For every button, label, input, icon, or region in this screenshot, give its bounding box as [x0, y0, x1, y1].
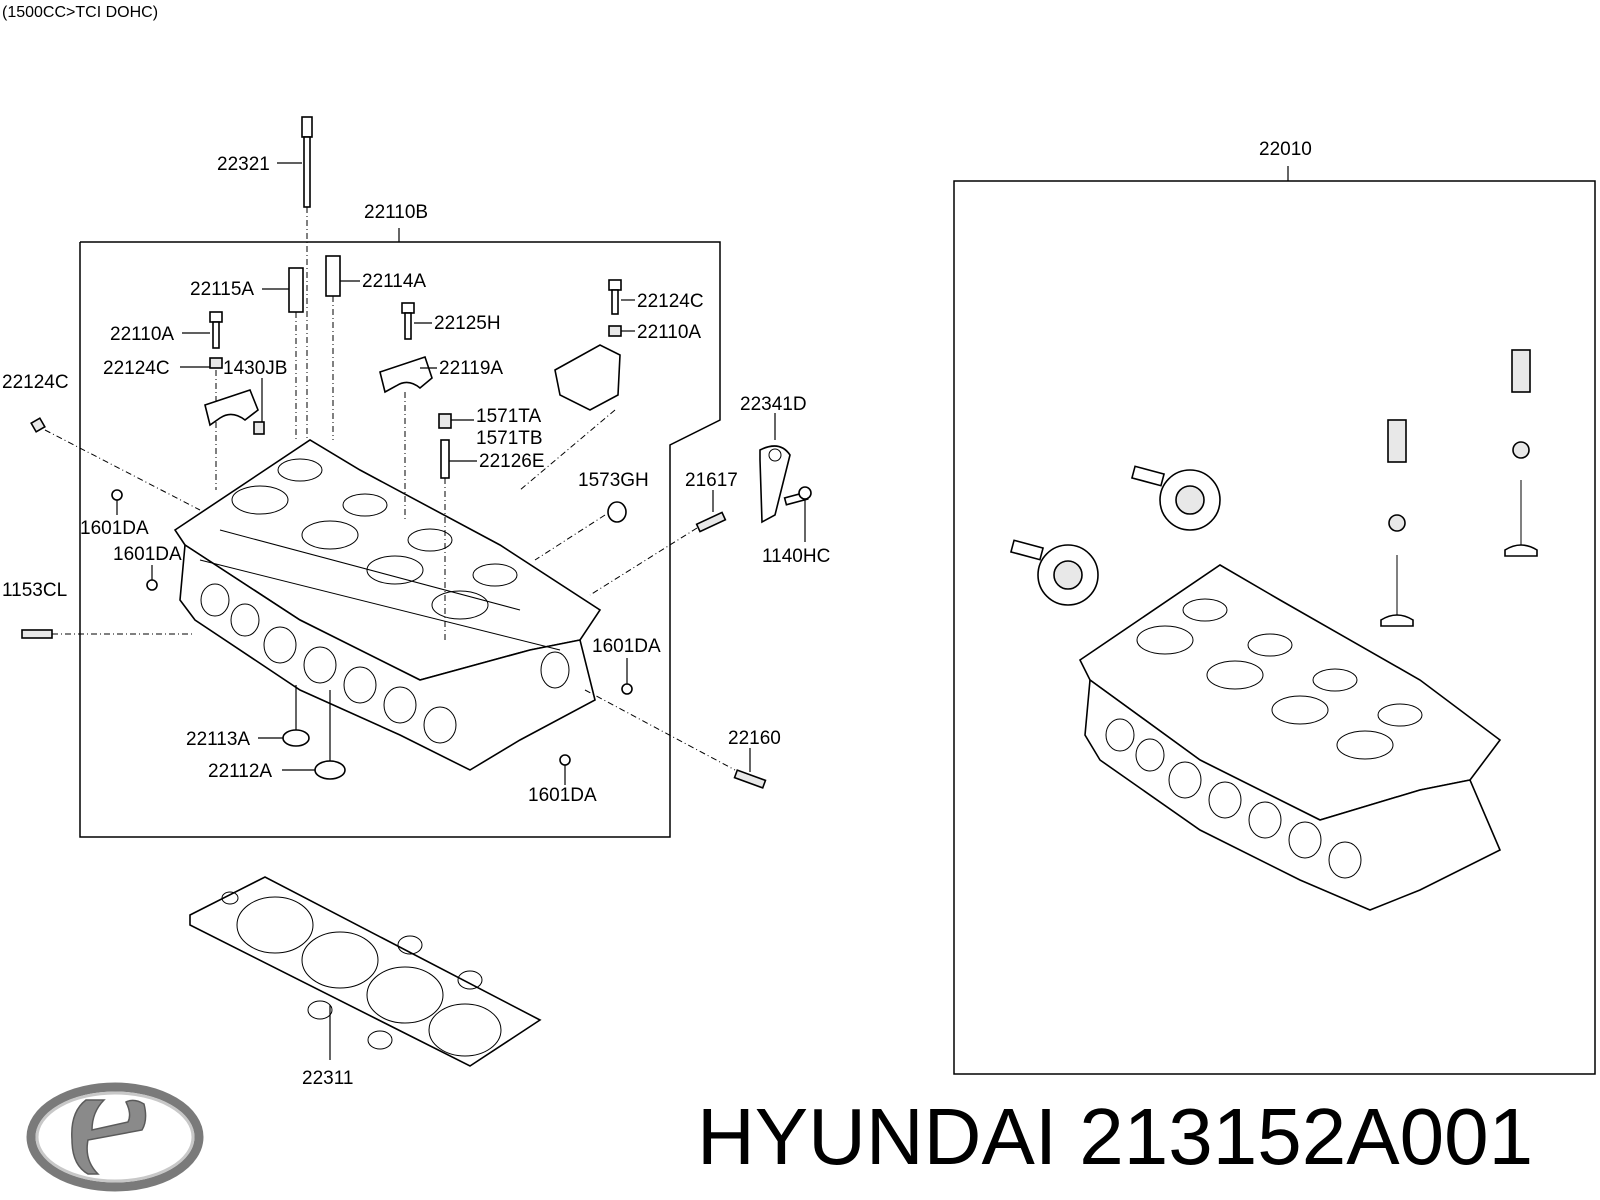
label-22110A-right: 22110A [637, 322, 701, 343]
oil-plug-icon [111, 489, 633, 785]
head-bolt-icon [301, 116, 313, 440]
label-22311: 22311 [302, 1068, 353, 1089]
label-22115A: 22115A [190, 279, 254, 300]
stud-icon [589, 511, 727, 596]
bolt-1140hc-icon [783, 486, 812, 506]
label-1601DA-b: 1601DA [113, 544, 182, 565]
label-1140HC: 1140HC [762, 546, 830, 567]
brand-part-number: HYUNDAI 213152A001 [697, 1092, 1533, 1182]
label-22110A-left: 22110A [110, 324, 174, 345]
label-22113A: 22113A [186, 729, 250, 750]
label-22126E: 22126E [479, 451, 545, 472]
part-number: 213152A001 [1079, 1092, 1534, 1181]
cam-cap-mid-icon [379, 355, 433, 520]
stud-left-icon [21, 629, 195, 639]
dowel-pin-icon [288, 255, 341, 440]
cylinder-head-left [173, 439, 602, 771]
cam-sprocket-icon [1009, 465, 1221, 606]
label-1571TB: 1571TB [476, 428, 543, 449]
label-22124C-right: 22124C [637, 291, 704, 312]
label-22124C-mid: 22124C [103, 358, 170, 379]
label-22124C-far: 22124C [2, 372, 69, 393]
cylinder-head-right [1078, 564, 1502, 911]
plug-icon [534, 501, 627, 561]
label-22010: 22010 [1259, 139, 1312, 160]
label-22112A: 22112A [208, 761, 272, 782]
head-gasket [189, 876, 542, 1067]
label-22341D: 22341D [740, 394, 807, 415]
label-22110B: 22110B [364, 202, 428, 223]
diagram-subtitle: (1500CC>TCI DOHC) [2, 4, 158, 21]
cylinder-head-assembly-frame [79, 228, 721, 838]
label-22114A: 22114A [362, 271, 426, 292]
valve-set-icon [1380, 349, 1538, 627]
seal-tube-icon [438, 413, 452, 640]
label-21617: 21617 [685, 470, 738, 491]
label-1153CL: 1153CL [2, 580, 67, 601]
hanger-bracket-icon [759, 445, 791, 524]
label-1601DA-c: 1601DA [592, 636, 661, 657]
label-1571TA: 1571TA [476, 406, 541, 427]
cylinder-head-complete-frame [953, 166, 1596, 1075]
leader-lines [151, 162, 806, 772]
hyundai-logo-icon [26, 1082, 204, 1192]
label-1601DA-d: 1601DA [528, 785, 597, 806]
bolt-icon [401, 302, 415, 340]
label-22125H: 22125H [434, 313, 501, 334]
cam-cap-icon [204, 389, 259, 427]
label-22321: 22321 [217, 154, 270, 175]
label-1573GH: 1573GH [578, 470, 649, 491]
label-1430JB: 1430JB [223, 358, 287, 379]
label-1601DA-a: 1601DA [80, 518, 149, 539]
stud-22160-icon [584, 689, 767, 789]
label-22160: 22160 [728, 728, 781, 749]
dowel-far-left-icon [30, 417, 201, 511]
brand-name: HYUNDAI [697, 1092, 1058, 1181]
pin-icon [253, 421, 265, 435]
part-labels: 22321 22110B 22115A 22114A 22110A 22125H… [2, 139, 1312, 1089]
label-22119A: 22119A [439, 358, 503, 379]
cap-bolt-icon [209, 311, 223, 490]
